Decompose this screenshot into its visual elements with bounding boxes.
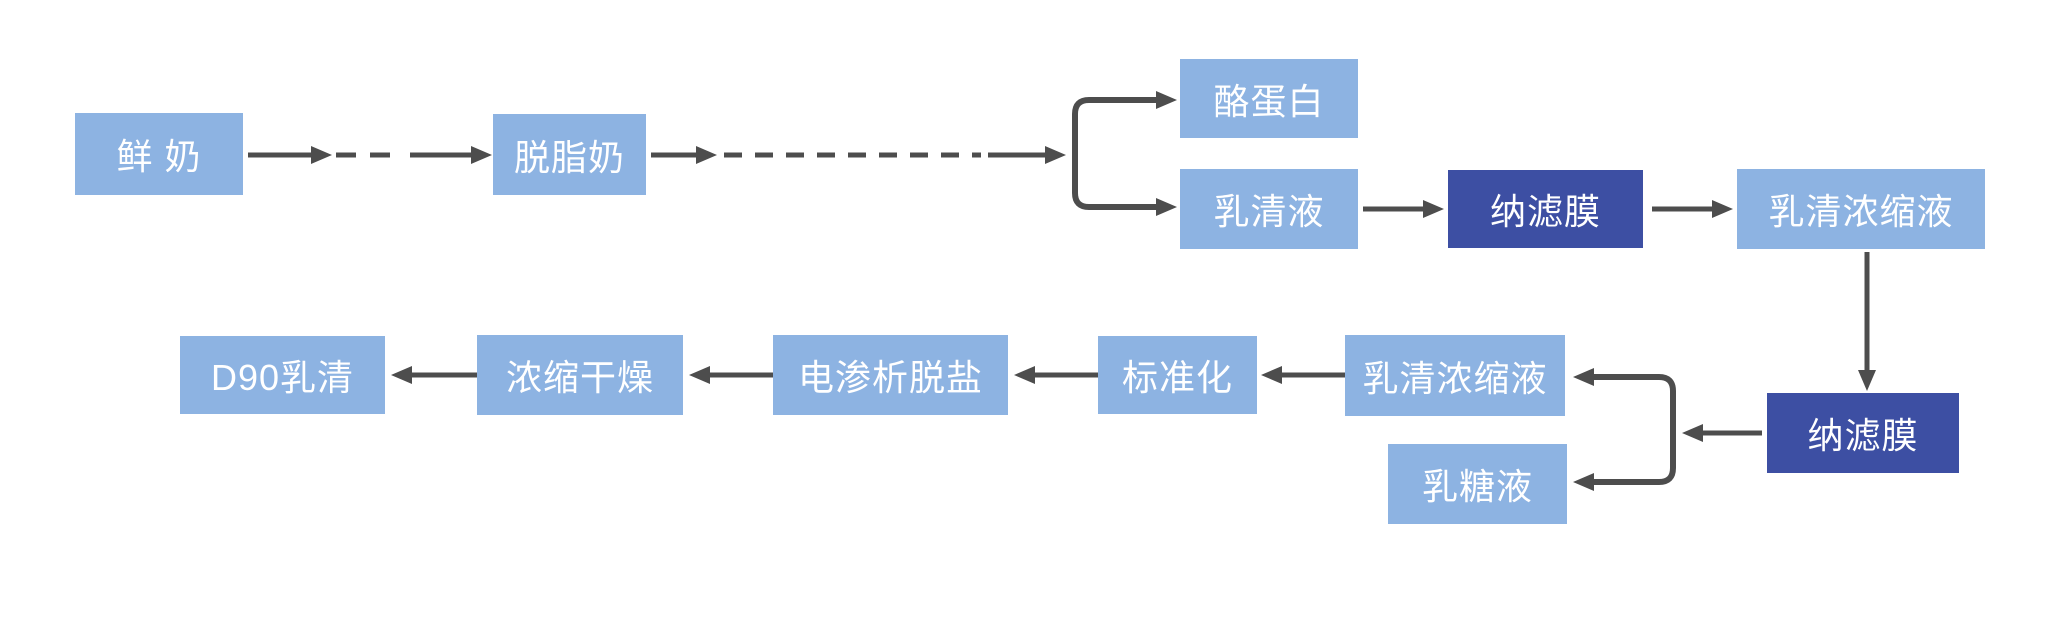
edge-whey-concentrate2-to-standardization [1261,366,1345,384]
split-bracket-concentrate-lactose [1573,368,1676,491]
node-concentrate-drying: 浓缩干燥 [477,335,683,415]
node-lactose-liquid: 乳糖液 [1388,444,1567,524]
edge-whey-liquid-to-nf1 [1363,200,1444,218]
edge-fresh-milk-to-skim-milk [248,146,492,164]
node-whey-liquid: 乳清液 [1180,169,1358,249]
node-electrodialysis-desalting: 电渗析脱盐 [773,335,1008,415]
edge-nf1-to-whey-concentrate1 [1652,200,1733,218]
edge-standardization-to-electrodialysis [1014,366,1098,384]
edge-skim-milk-to-split [651,146,1066,164]
node-nf-membrane-1: 纳滤膜 [1448,170,1643,248]
edge-electrodialysis-to-concentrate-drying [689,366,773,384]
edge-nf2-to-split [1682,424,1762,442]
node-fresh-milk: 鲜 奶 [75,113,243,195]
node-d90-whey: D90乳清 [180,336,385,414]
node-whey-concentrate-1: 乳清浓缩液 [1737,169,1985,249]
node-nf-membrane-2: 纳滤膜 [1767,393,1959,473]
edge-whey-concentrate1-to-nf2 [1858,252,1876,391]
edge-concentrate-drying-to-d90 [391,366,477,384]
node-casein: 酪蛋白 [1180,59,1358,138]
split-bracket-casein-whey [1072,91,1177,216]
node-skim-milk: 脱脂奶 [493,114,646,195]
node-whey-concentrate-2: 乳清浓缩液 [1345,335,1565,416]
node-standardization: 标准化 [1098,336,1257,414]
